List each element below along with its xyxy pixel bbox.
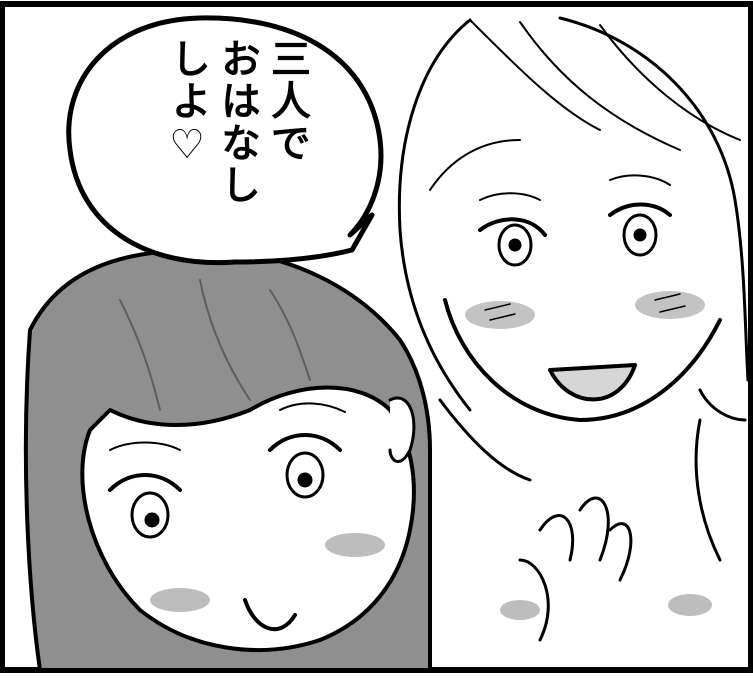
left-girl bbox=[23, 248, 432, 672]
speech-bubble bbox=[66, 15, 384, 266]
speech-line-1: 三人で bbox=[264, 38, 310, 164]
right-girl bbox=[397, 16, 750, 642]
speech-line-3: しよ♡ bbox=[164, 38, 210, 170]
speech-line-2: おはなし bbox=[214, 38, 260, 206]
speech-bubble-text: 三人で おはなし しよ♡ bbox=[120, 38, 310, 248]
